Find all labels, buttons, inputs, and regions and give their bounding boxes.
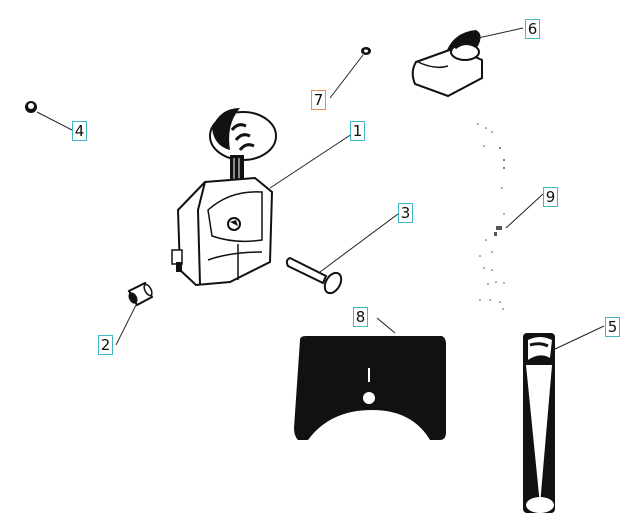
part-5-tapered-rod[interactable] (523, 325, 605, 513)
callout-4[interactable]: 4 (72, 121, 87, 141)
callout-7[interactable]: 7 (311, 90, 326, 110)
part-9-cable[interactable] (477, 123, 544, 310)
callout-2[interactable]: 2 (98, 335, 113, 355)
part-7-washer[interactable] (329, 47, 371, 99)
part-6-knob-cover[interactable] (411, 27, 524, 98)
part-8-mounting-plate[interactable] (294, 317, 446, 440)
callout-6[interactable]: 6 (525, 19, 540, 39)
callout-5[interactable]: 5 (605, 317, 620, 337)
callout-9[interactable]: 9 (543, 187, 558, 207)
callout-8[interactable]: 8 (353, 307, 368, 327)
part-4-hex-nut[interactable] (25, 101, 73, 131)
part-3-bolt-pin[interactable] (285, 213, 399, 296)
part-1-lever-housing[interactable] (171, 108, 356, 287)
callout-1[interactable]: 1 (350, 121, 365, 141)
part-2-bushing[interactable] (115, 281, 154, 346)
callout-3[interactable]: 3 (398, 203, 413, 223)
